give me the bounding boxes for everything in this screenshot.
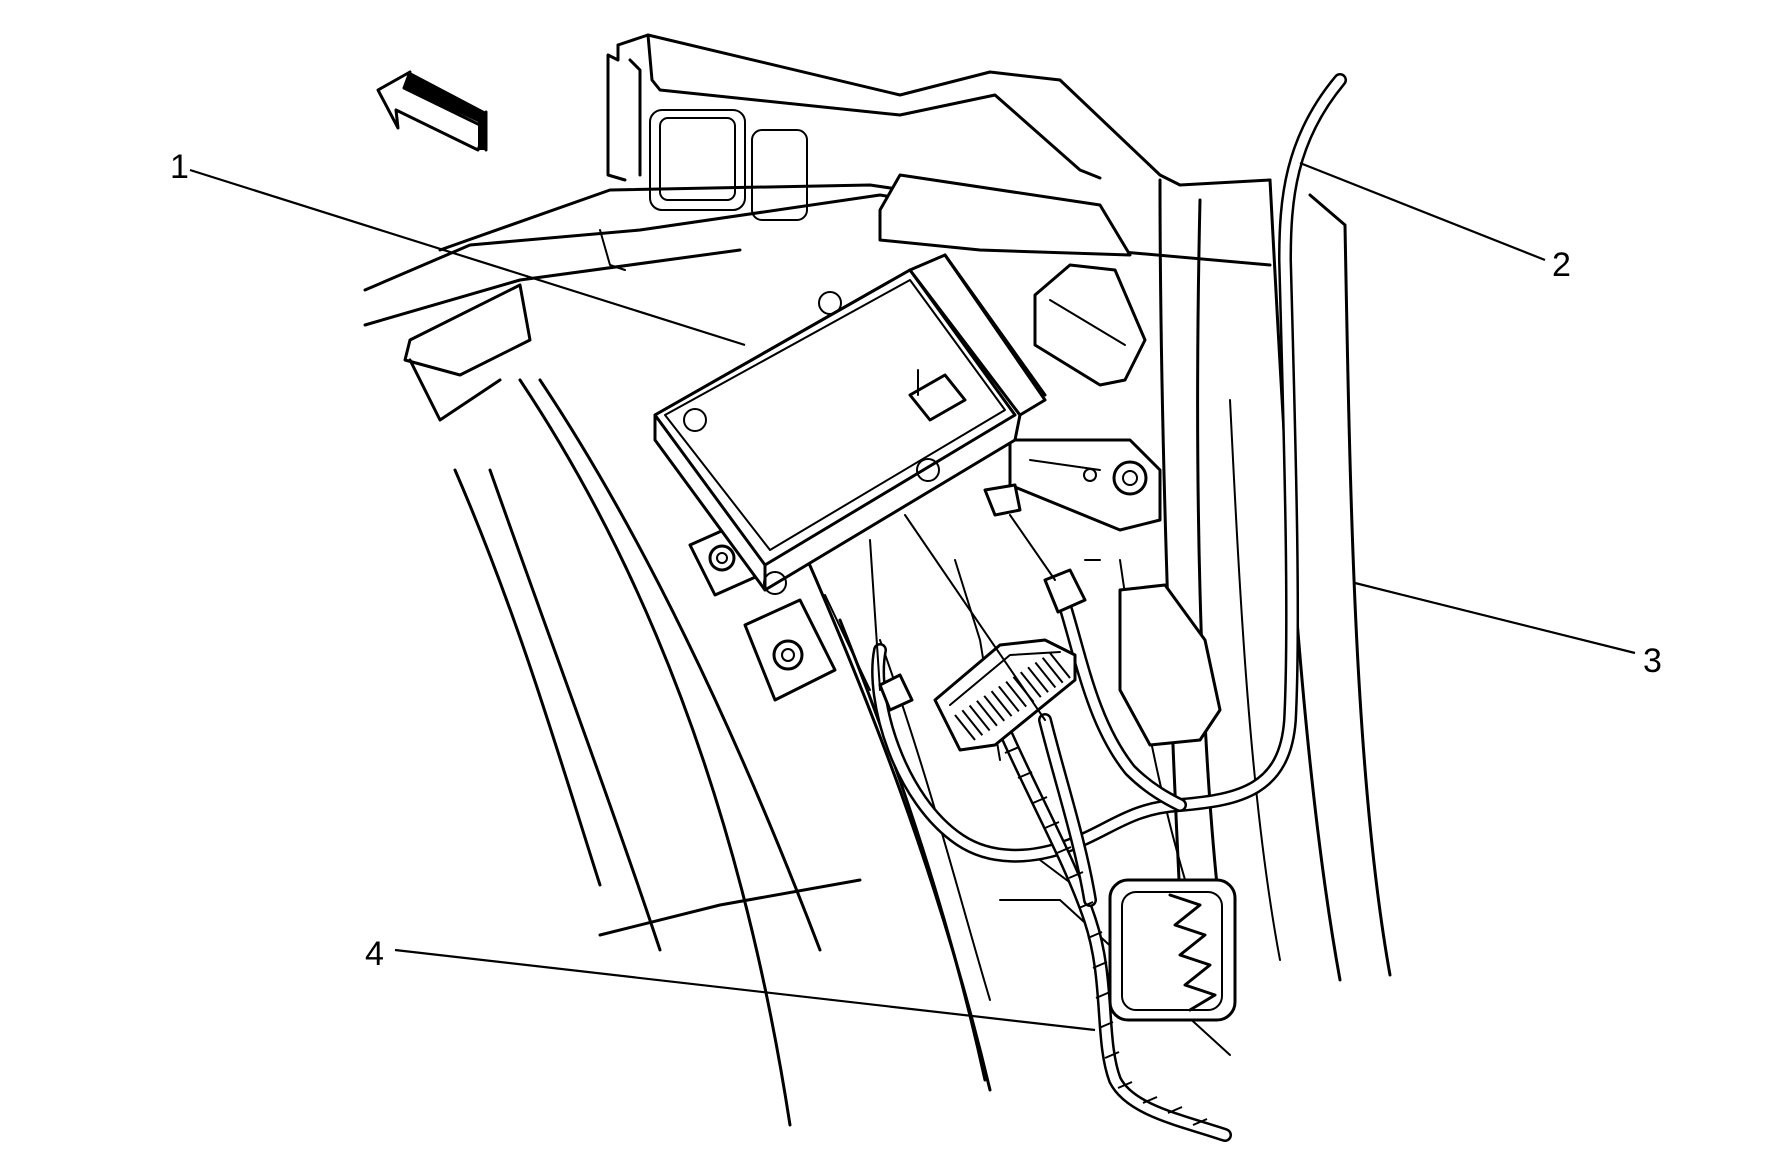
mid-access-hole	[1118, 583, 1222, 747]
module-bracket-right	[1008, 438, 1162, 532]
leader-3	[1354, 581, 1636, 655]
small-connector	[824, 483, 1087, 721]
mounting-bracket-beam	[403, 173, 1132, 422]
forward-arrow-icon	[376, 70, 488, 152]
control-module	[653, 253, 1047, 595]
upper-body-panel	[363, 33, 1272, 327]
access-opening	[1033, 263, 1147, 387]
antenna-cable	[871, 73, 1347, 863]
wiring-harness	[993, 713, 1232, 1142]
callout-3: 3	[1643, 642, 1662, 680]
lower-access-hole	[1108, 878, 1237, 1022]
quarter-trim-panel	[453, 378, 1231, 1127]
callout-2: 2	[1552, 246, 1571, 284]
callout-4: 4	[365, 935, 384, 973]
leader-2	[1299, 161, 1546, 262]
leader-4	[394, 948, 1096, 1032]
pillar-and-opening	[1084, 178, 1392, 992]
callout-1: 1	[170, 148, 189, 186]
leader-lines	[189, 161, 1636, 1032]
leader-1	[189, 168, 746, 347]
harness-connector	[933, 638, 1077, 752]
